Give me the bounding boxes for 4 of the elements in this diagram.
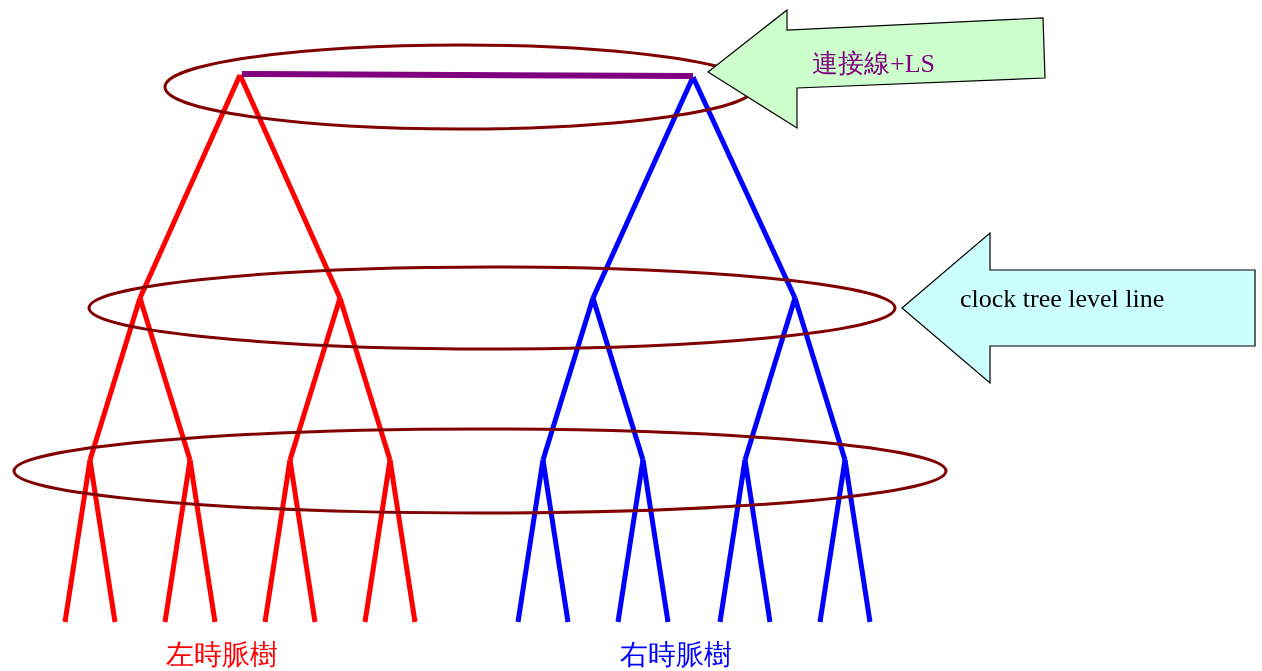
callout-text: 連接線+LS [812,48,935,80]
tree-label: 右時脈樹 [620,638,732,671]
callout-text: clock tree level line [960,284,1165,314]
tree-label: 左時脈樹 [166,638,278,671]
